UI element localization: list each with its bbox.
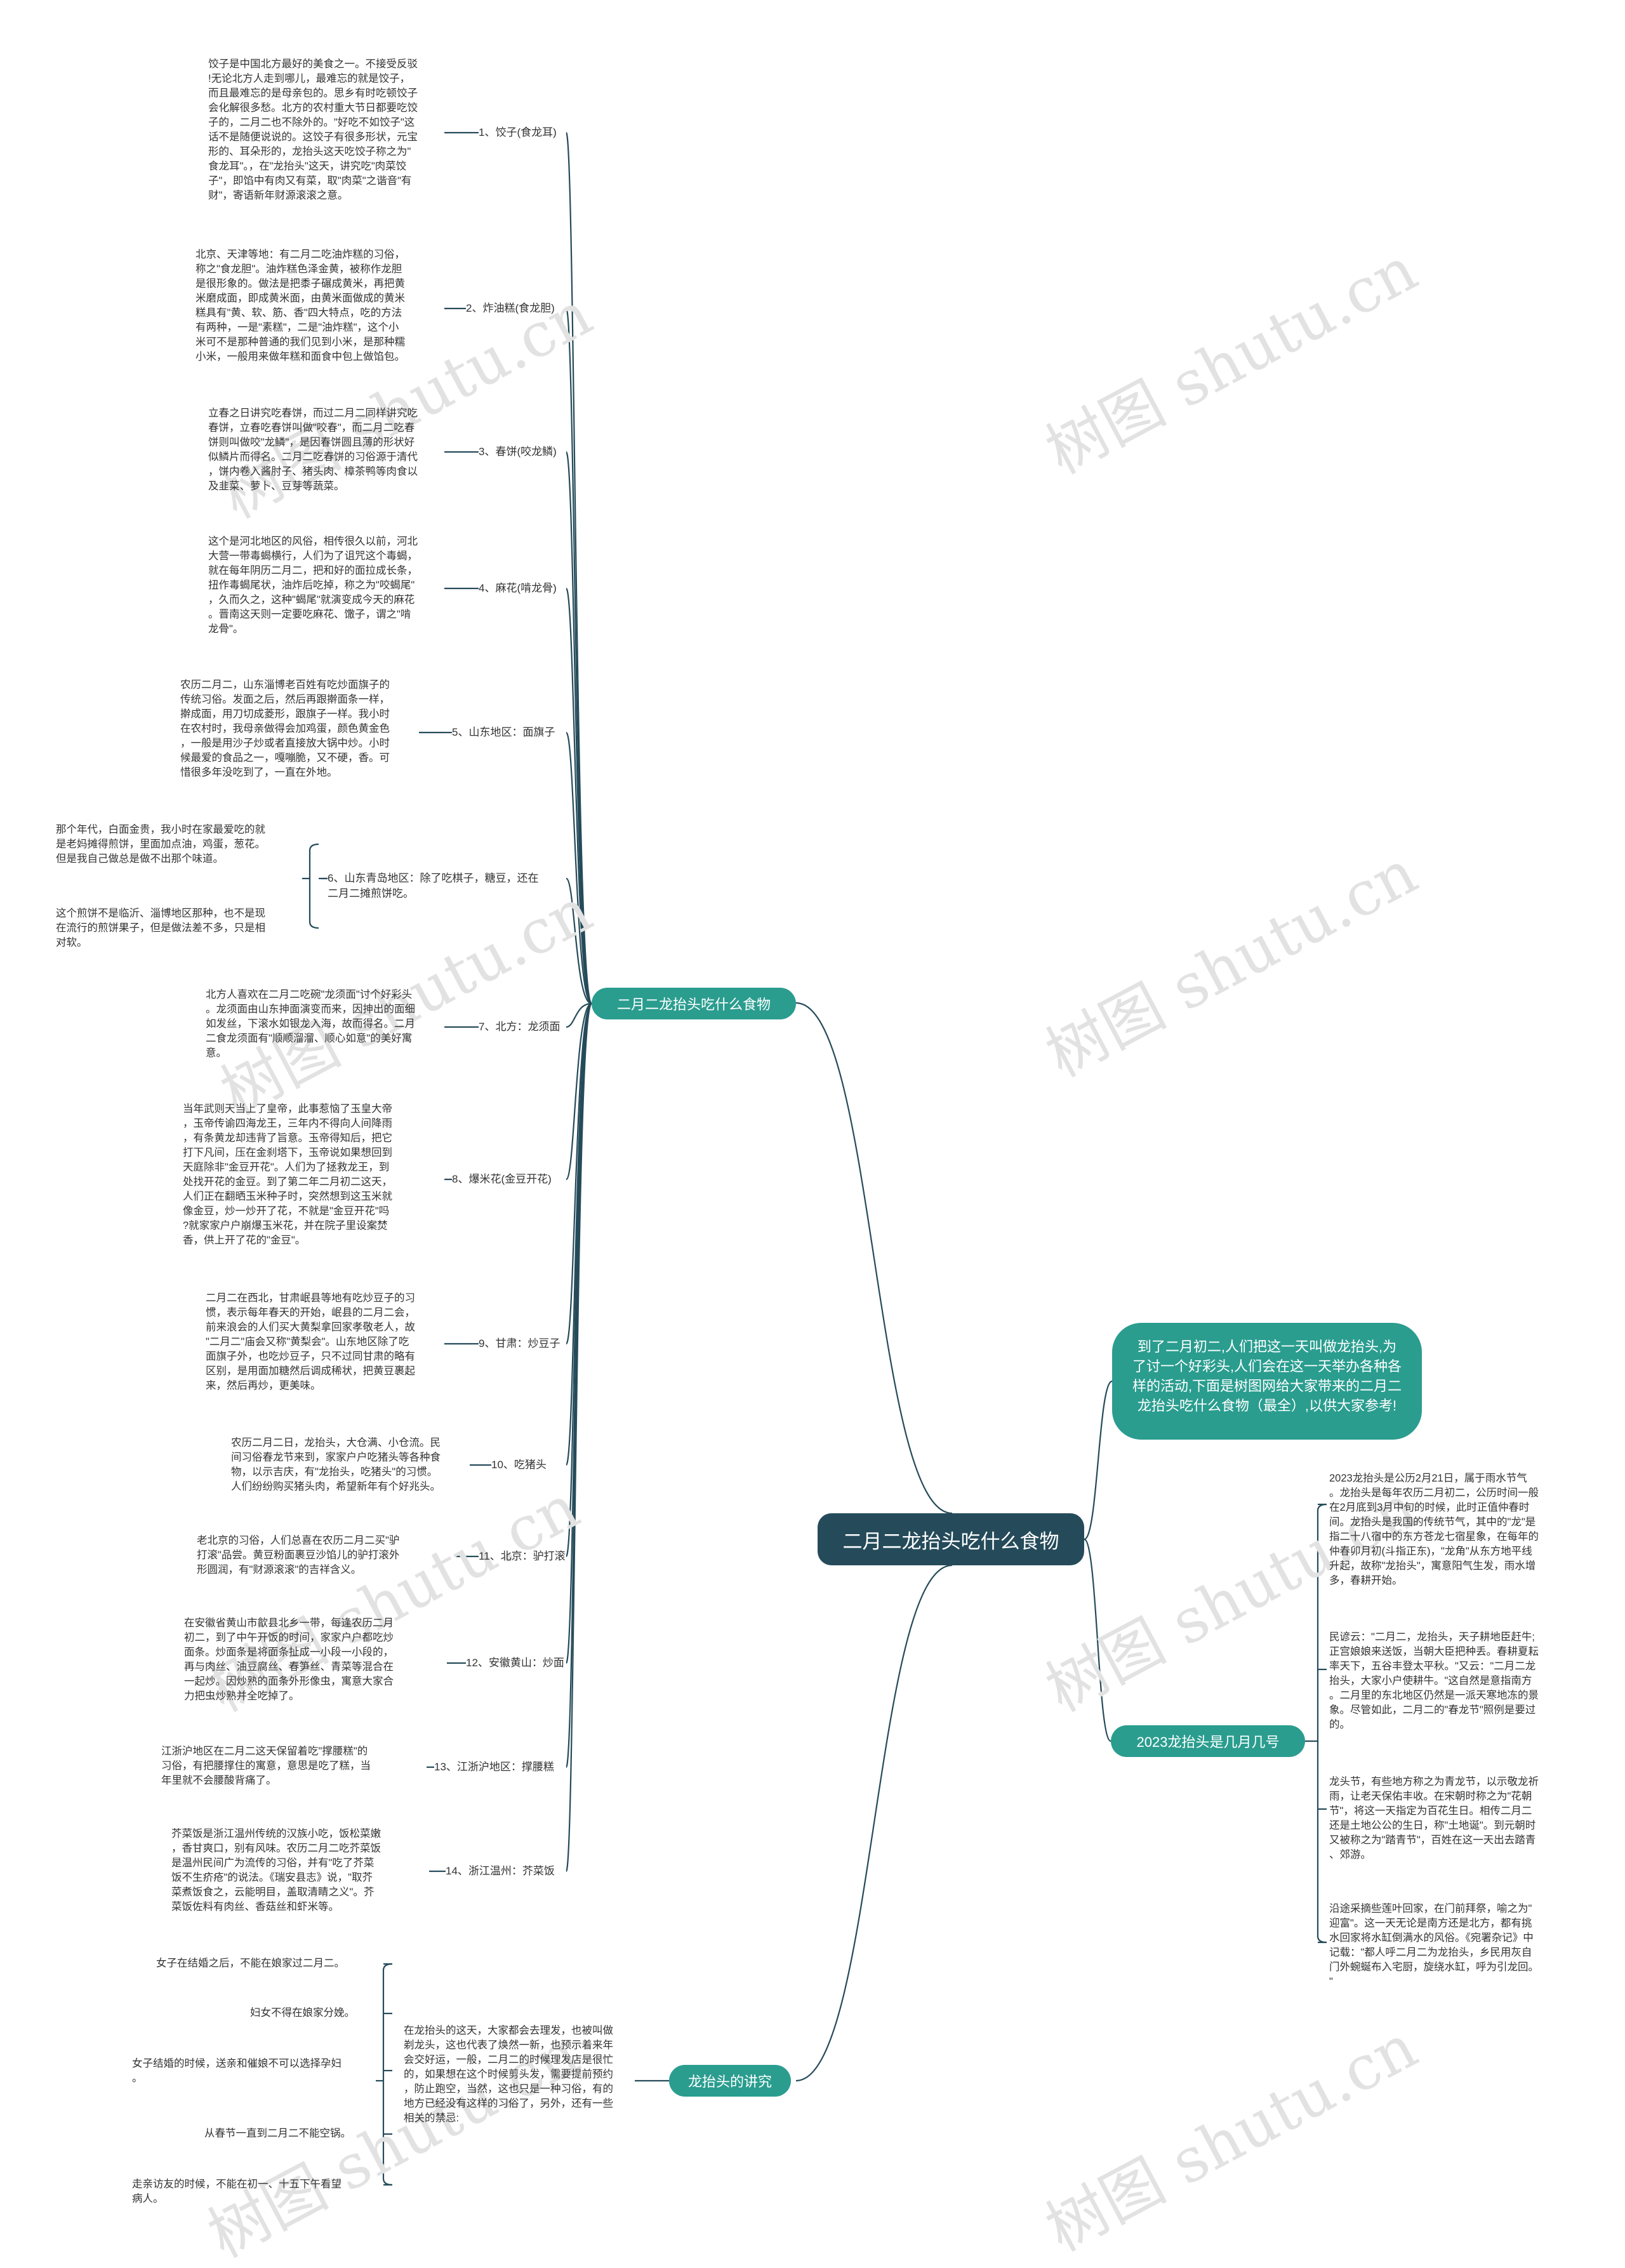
connector-taboo-bracket [382, 1963, 393, 2186]
year-detail: 沿途采摘些莲叶回家，在门前拜祭，喻之为" 迎富"。这一天无论是南方还是北方，都有… [1329, 1903, 1539, 1987]
food-item-label[interactable]: 3、春饼(咬龙鳞) [479, 446, 557, 458]
connector-food-item [565, 1002, 593, 1345]
connector-center-foods [795, 1002, 953, 1515]
food-item-label[interactable]: 12、安徽黄山：炒面 [466, 1657, 564, 1669]
year-detail: 龙头节，有些地方称之为青龙节，以示敬龙祈 雨，让老天保佑丰收。在宋朝时称之为"花… [1329, 1776, 1539, 1860]
connector-food-item [565, 1002, 593, 1873]
connector-food-item [565, 131, 593, 1005]
food-item-label[interactable]: 13、江浙沪地区：撑腰糕 [434, 1761, 554, 1773]
connector-notes-bracket [308, 843, 319, 929]
connector-food-item [565, 587, 593, 1005]
food-item-description: 农历二月二，山东淄博老百姓有吃炒面旗子的 传统习俗。发面之后，然后再跟擀面条一样… [180, 679, 390, 778]
food-item-label[interactable]: 4、麻花(啃龙骨) [479, 582, 557, 594]
food-item-label[interactable]: 8、爆米花(金豆开花) [452, 1173, 552, 1185]
year-detail: 2023龙抬头是公历2月21日，属于雨水节气 。龙抬头是每年农历二月初二，公历时… [1329, 1473, 1539, 1586]
food-item-label[interactable]: 9、甘肃：炒豆子 [479, 1337, 560, 1350]
food-item-label[interactable]: 2、炸油糕(食龙胆) [466, 302, 555, 314]
taboo-item: 从春节一直到二月二不能空锅。 [204, 2128, 351, 2139]
food-item-description: 北方人喜欢在二月二吃碗"龙须面"讨个好彩头 。龙须面由山东抻面演变而来，因抻出的… [206, 989, 415, 1059]
food-item-label[interactable]: 10、吃猪头 [491, 1459, 547, 1471]
customs-description: 在龙抬头的这天，大家都会去理发，也被叫做 剃龙头，这也代表了焕然一新，也预示着来… [404, 2025, 613, 2124]
food-item-description: 农历二月二日，龙抬头，大仓满、小仓流。民 间习俗春龙节来到，家家户户吃猪头等各种… [231, 1437, 441, 1492]
connector-center-year [1083, 1538, 1112, 1742]
food-item-note: 那个年代，白面金贵，我小时在家最爱吃的就 是老妈摊得煎饼，里面加点油，鸡蛋，葱花… [56, 824, 265, 865]
food-item-description: 老北京的习俗，人们总喜在农历二月二买"驴 打滚"品尝。黄豆粉面裹豆沙馅儿的驴打滚… [197, 1535, 400, 1575]
food-item-description: 北京、天津等地：有二月二吃油炸糕的习俗， 称之"食龙胆"。油炸糕色泽金黄，被称作… [196, 249, 405, 362]
food-item-label[interactable]: 11、北京：驴打滚 [479, 1550, 566, 1562]
food-item-label[interactable]: 1、饺子(食龙耳) [479, 126, 557, 138]
food-item-note: 这个煎饼不是临沂、淄博地区那种，也不是现 在流行的煎饼果子，但是做法差不多，只是… [56, 908, 265, 948]
taboo-item: 女子结婚的时候，送亲和催娘不可以选择孕妇 。 [132, 2058, 342, 2084]
food-item-description: 当年武则天当上了皇帝，此事惹恼了玉皇大帝 ，玉帝传谕四海龙王，三年内不得向人间降… [183, 1103, 392, 1246]
food-item-label[interactable]: 7、北方：龙须面 [479, 1021, 560, 1033]
food-item-description: 饺子是中国北方最好的美食之一。不接受反驳 !无论北方人走到哪儿，最难忘的就是饺子… [208, 58, 418, 201]
branch-year[interactable]: 2023龙抬头是几月几号 [1111, 1725, 1305, 1757]
year-detail: 民谚云："二月二，龙抬头，天子耕地臣赶牛; 正宫娘娘来送饭，当朝大臣把种丢。春耕… [1329, 1631, 1539, 1730]
food-item-label[interactable]: 6、山东青岛地区：除了吃棋子，糖豆，还在 二月二摊煎饼吃。 [328, 872, 539, 899]
connector-center-customs [795, 1564, 953, 2082]
connector-food-item [565, 1002, 592, 1181]
connector-food-item [566, 1002, 592, 1028]
central-topic[interactable]: 二月二龙抬头吃什么食物 [818, 1513, 1084, 1565]
connector-food-item [565, 877, 592, 1005]
food-item-label[interactable]: 5、山东地区：面旗子 [452, 726, 555, 738]
food-item-label[interactable]: 14、浙江温州：芥菜饭 [446, 1865, 555, 1877]
intro-summary[interactable]: 到了二月初二,人们把这一天叫做龙抬头,为了讨一个好彩头,人们会在这一天举办各种各… [1112, 1323, 1422, 1440]
taboo-item: 走亲访友的时候，不能在初一、十五下午看望 病人。 [132, 2178, 342, 2205]
connector-food-item [565, 307, 593, 1005]
connector-year-bracket [1317, 1503, 1327, 1944]
food-item-description: 江浙沪地区在二月二这天保留着吃"撑腰糕"的 习俗，有把腰撑住的寓意，意思是吃了糕… [161, 1746, 371, 1786]
food-item-description: 在安徽省黄山市歙县北乡一带，每逢农历二月 初二，到了中午开饭的时间，家家户户都吃… [184, 1617, 394, 1702]
connector-food-item [565, 731, 592, 1005]
taboo-item: 妇女不得在娘家分娩。 [250, 2007, 355, 2019]
food-item-description: 这个是河北地区的风俗，相传很久以前，河北 大营一带毒蝎横行，人们为了诅咒这个毒蝎… [208, 536, 418, 635]
taboo-item: 女子在结婚之后，不能在娘家过二月二。 [156, 1958, 345, 1969]
branch-foods[interactable]: 二月二龙抬头吃什么食物 [592, 988, 796, 1019]
connector-center-intro [1084, 1380, 1113, 1541]
branch-customs[interactable]: 龙抬头的讲究 [669, 2065, 791, 2097]
connector-food-item [565, 451, 593, 1005]
food-item-description: 立春之日讲究吃春饼，而过二月二同样讲究吃 春饼，立春吃春饼叫做"咬春"，而二月二… [208, 408, 418, 492]
food-item-description: 二月二在西北，甘肃岷县等地有吃炒豆子的习 惯，表示每年春天的开始，岷县的二月二会… [206, 1292, 415, 1391]
food-item-description: 芥菜饭是浙江温州传统的汉族小吃，饭松菜嫩 ，香甘爽口，别有风味。农历二月二吃芥菜… [171, 1828, 381, 1913]
